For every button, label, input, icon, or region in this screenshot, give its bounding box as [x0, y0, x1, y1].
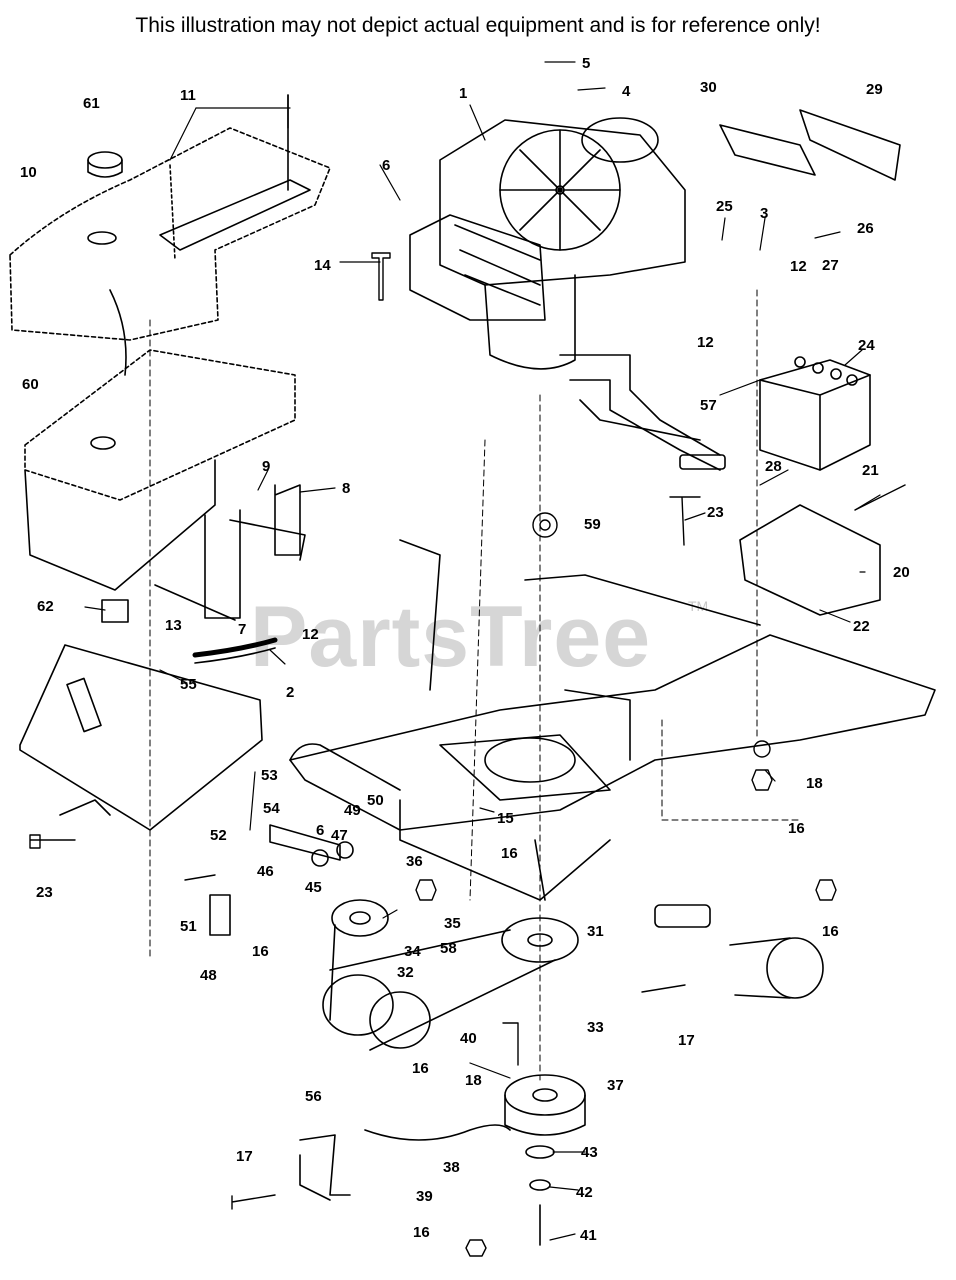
callout-59[interactable]: 59	[584, 516, 601, 533]
callout-2[interactable]: 2	[286, 684, 294, 701]
callout-33[interactable]: 33	[587, 1019, 604, 1036]
callout-23a[interactable]: 23	[707, 504, 724, 521]
starter-shape	[654, 904, 824, 999]
callout-42[interactable]: 42	[576, 1184, 593, 1201]
watermark-tm: TM	[688, 598, 709, 614]
callout-50[interactable]: 50	[367, 792, 384, 809]
callout-9[interactable]: 9	[262, 458, 270, 475]
callout-22[interactable]: 22	[853, 618, 870, 635]
callout-57[interactable]: 57	[700, 397, 717, 414]
callout-32[interactable]: 32	[397, 964, 414, 981]
callout-28[interactable]: 28	[765, 458, 782, 475]
reference-lines	[149, 289, 801, 1081]
callout-54[interactable]: 54	[263, 800, 280, 817]
callout-16f[interactable]: 16	[413, 1224, 430, 1241]
callout-12b[interactable]: 12	[697, 334, 714, 351]
battery-shape	[759, 356, 871, 471]
callout-39[interactable]: 39	[416, 1188, 433, 1205]
callout-60[interactable]: 60	[22, 376, 39, 393]
disclaimer-text: This illustration may not depict actual …	[135, 14, 821, 37]
watermark-brand: PartsTree	[250, 589, 652, 685]
frame-shape	[289, 539, 936, 901]
callout-13[interactable]: 13	[165, 617, 182, 634]
fuel-cap-shape	[87, 151, 123, 178]
callout-26[interactable]: 26	[857, 220, 874, 237]
callout-25[interactable]: 25	[716, 198, 733, 215]
callout-20[interactable]: 20	[893, 564, 910, 581]
callout-24[interactable]: 24	[858, 337, 875, 354]
callout-14[interactable]: 14	[314, 257, 331, 274]
callout-47[interactable]: 47	[331, 827, 348, 844]
callout-16e[interactable]: 16	[412, 1060, 429, 1077]
callout-27[interactable]: 27	[822, 257, 839, 274]
callout-62[interactable]: 62	[37, 598, 54, 615]
callout-53[interactable]: 53	[261, 767, 278, 784]
callout-17b[interactable]: 17	[236, 1148, 253, 1165]
callout-6b[interactable]: 6	[316, 822, 324, 839]
callout-5[interactable]: 5	[582, 55, 590, 72]
callout-61[interactable]: 61	[83, 95, 100, 112]
callout-45[interactable]: 45	[305, 879, 322, 896]
callout-8[interactable]: 8	[342, 480, 350, 497]
callout-43[interactable]: 43	[581, 1144, 598, 1161]
callout-16a[interactable]: 16	[788, 820, 805, 837]
callout-30[interactable]: 30	[700, 79, 717, 96]
tank-box-shape	[24, 349, 296, 591]
callout-29[interactable]: 29	[866, 81, 883, 98]
callout-36[interactable]: 36	[406, 853, 423, 870]
callout-21[interactable]: 21	[862, 462, 879, 479]
callout-37[interactable]: 37	[607, 1077, 624, 1094]
callout-52[interactable]: 52	[210, 827, 227, 844]
callout-56[interactable]: 56	[305, 1088, 322, 1105]
callout-16b[interactable]: 16	[501, 845, 518, 862]
callout-34[interactable]: 34	[404, 943, 421, 960]
leader-lines	[84, 61, 881, 1241]
callout-15[interactable]: 15	[497, 810, 514, 827]
callout-46[interactable]: 46	[257, 863, 274, 880]
callout-18b[interactable]: 18	[465, 1072, 482, 1089]
callout-16d[interactable]: 16	[822, 923, 839, 940]
callout-18a[interactable]: 18	[806, 775, 823, 792]
callout-1[interactable]: 1	[459, 85, 467, 102]
dash-panel-shape	[19, 644, 263, 831]
callout-4[interactable]: 4	[622, 83, 631, 100]
engine-shape	[409, 117, 686, 370]
clutch-shape	[504, 1074, 586, 1136]
callout-23b[interactable]: 23	[36, 884, 53, 901]
hardware-shapes	[29, 94, 906, 1257]
callout-6[interactable]: 6	[382, 157, 390, 174]
callout-55[interactable]: 55	[180, 676, 197, 693]
callout-41[interactable]: 41	[580, 1227, 597, 1244]
callout-7[interactable]: 7	[238, 621, 246, 638]
hood-shape	[9, 127, 331, 376]
callout-16c[interactable]: 16	[252, 943, 269, 960]
callout-31[interactable]: 31	[587, 923, 604, 940]
callout-11[interactable]: 11	[180, 87, 196, 104]
callout-49[interactable]: 49	[344, 802, 361, 819]
callout-17a[interactable]: 17	[678, 1032, 695, 1049]
callout-38[interactable]: 38	[443, 1159, 460, 1176]
callout-51[interactable]: 51	[180, 918, 197, 935]
callout-40[interactable]: 40	[460, 1030, 477, 1047]
callout-48[interactable]: 48	[200, 967, 217, 984]
callout-35[interactable]: 35	[444, 915, 461, 932]
callout-3[interactable]: 3	[760, 205, 768, 222]
callout-12c[interactable]: 12	[302, 626, 319, 643]
callout-10[interactable]: 10	[20, 164, 37, 181]
callout-12a[interactable]: 12	[790, 258, 807, 275]
callout-58[interactable]: 58	[440, 940, 457, 957]
